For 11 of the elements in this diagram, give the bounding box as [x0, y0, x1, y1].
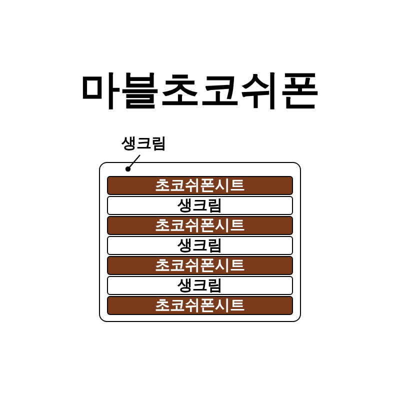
sponge-layer: 초코쉬폰시트: [107, 176, 293, 195]
cream-layer: 생크림: [107, 236, 293, 255]
sponge-layer: 초코쉬폰시트: [107, 216, 293, 235]
cake-outline: [99, 162, 301, 322]
leader-line: [125, 154, 140, 172]
title: 마블초코쉬폰: [79, 70, 321, 110]
sponge-layer: 초코쉬폰시트: [107, 296, 293, 315]
label-text: 생크림: [118, 132, 170, 154]
sponge-layer: 초코쉬폰시트: [107, 256, 293, 275]
cream-layer: 생크림: [107, 276, 293, 295]
cream-layer: 생크림: [107, 196, 293, 215]
